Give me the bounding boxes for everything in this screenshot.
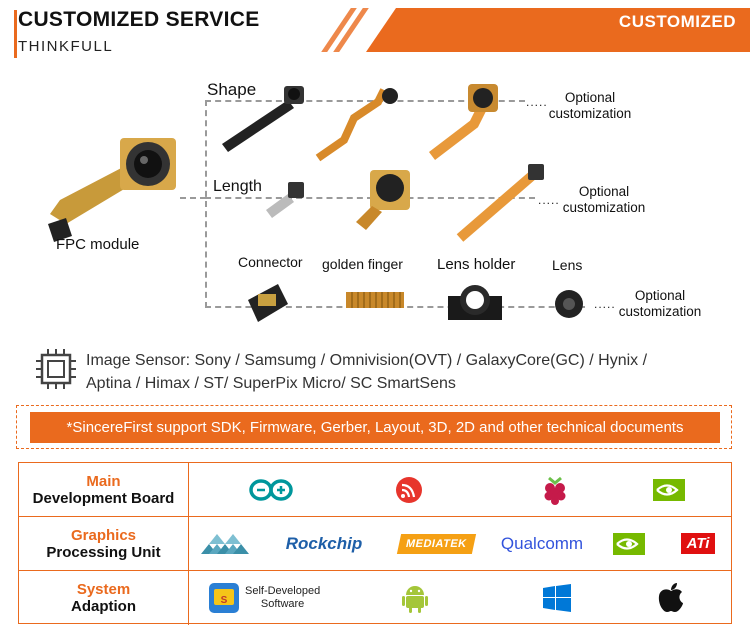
allwinner-icon bbox=[195, 517, 255, 570]
row-category: System Adaption bbox=[19, 571, 189, 625]
shape-label: Shape bbox=[207, 80, 257, 99]
connector-label: Connector bbox=[238, 254, 303, 270]
table-row: System Adaption S Self-Developed Softwar… bbox=[19, 571, 731, 625]
golden-finger-image bbox=[346, 292, 404, 308]
windows-icon bbox=[537, 571, 577, 625]
length-sample-3 bbox=[456, 164, 544, 242]
espressif-icon bbox=[389, 463, 429, 516]
connector-image bbox=[248, 284, 288, 322]
shape-sample-2 bbox=[315, 88, 398, 162]
length-label: Length bbox=[213, 178, 262, 195]
support-notice: *SincereFirst support SDK, Firmware, Ger… bbox=[30, 412, 720, 443]
row-category: Main Development Board bbox=[19, 463, 189, 516]
page-title: CUSTOMIZED SERVICE bbox=[18, 8, 260, 31]
header-banner bbox=[366, 8, 750, 52]
header-accent-bar bbox=[14, 10, 17, 58]
lens-holder-label: Lens holder bbox=[437, 256, 516, 273]
mediatek-logo: MEDIATEK bbox=[394, 517, 478, 570]
arduino-icon bbox=[241, 463, 301, 516]
connector-line bbox=[180, 197, 206, 199]
compatibility-table: Main Development Board bbox=[18, 462, 732, 625]
software-icon: S bbox=[209, 583, 239, 613]
fpc-module-image bbox=[48, 138, 176, 242]
raspberry-pi-icon bbox=[535, 463, 575, 516]
nvidia-icon bbox=[609, 517, 649, 570]
lens-holder-image bbox=[448, 285, 502, 320]
optional-dots: ..... bbox=[526, 95, 548, 109]
length-sample-2 bbox=[356, 170, 410, 230]
fpc-module-label: FPC module bbox=[56, 236, 140, 253]
brand-name: THINKFULL bbox=[18, 38, 114, 55]
self-developed-software: S Self-Developed Software bbox=[209, 571, 349, 625]
android-icon bbox=[395, 571, 435, 625]
length-sample-1 bbox=[266, 182, 304, 218]
lens-label: Lens bbox=[552, 257, 583, 273]
optional-dots: ..... bbox=[594, 297, 616, 311]
image-sensor-list: Image Sensor: Sony / Samsumg / Omnivisio… bbox=[86, 352, 648, 392]
qualcomm-logo: Qualcomm bbox=[500, 533, 584, 553]
rockchip-logo: Rockchip bbox=[285, 533, 363, 553]
shape-sample-1 bbox=[222, 86, 304, 152]
ati-logo: ATi bbox=[673, 517, 723, 570]
row-category: Graphics Processing Unit bbox=[19, 517, 189, 570]
table-row: Graphics Processing Unit Rockchip MEDIAT… bbox=[19, 517, 731, 571]
svg-text:S: S bbox=[221, 595, 228, 606]
apple-icon bbox=[651, 571, 691, 625]
shape-sample-3 bbox=[428, 84, 498, 160]
chip-icon bbox=[36, 349, 76, 389]
lens-image bbox=[555, 290, 583, 318]
optional-dots: ..... bbox=[538, 193, 560, 207]
table-row: Main Development Board bbox=[19, 463, 731, 517]
golden-finger-label: golden finger bbox=[322, 256, 403, 272]
header-banner-text: CUSTOMIZED bbox=[618, 12, 736, 31]
connector-line bbox=[205, 100, 525, 102]
connector-line bbox=[205, 100, 207, 308]
nvidia-icon bbox=[649, 463, 689, 516]
notice-frame bbox=[16, 405, 732, 449]
